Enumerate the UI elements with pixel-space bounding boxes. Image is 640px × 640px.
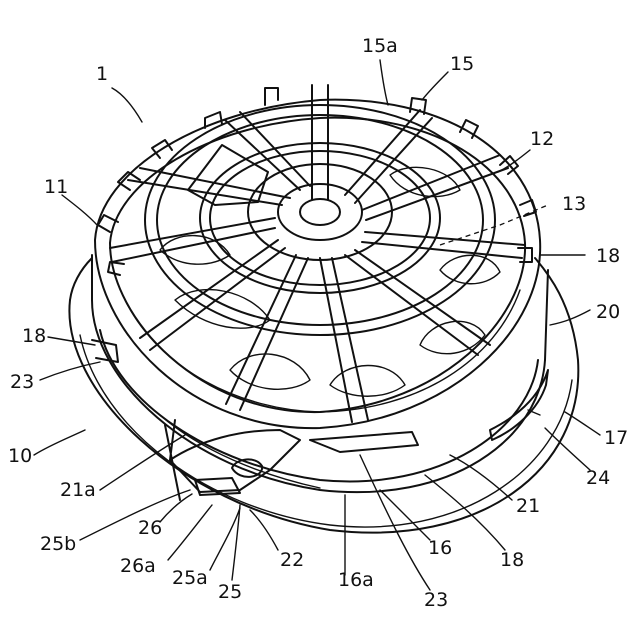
label-ref-21a: 21a bbox=[60, 479, 96, 501]
label-ref-25a: 25a bbox=[172, 567, 208, 589]
front-latch bbox=[165, 420, 418, 500]
label-ref-16a: 16a bbox=[338, 569, 374, 591]
label-ref-17: 17 bbox=[604, 427, 628, 449]
label-ref-18-bottom: 18 bbox=[500, 549, 524, 571]
label-ref-25: 25 bbox=[218, 581, 242, 603]
label-ref-10: 10 bbox=[8, 445, 32, 467]
label-ref-11: 11 bbox=[44, 176, 68, 198]
label-ref-26a: 26a bbox=[120, 555, 156, 577]
label-ref-26: 26 bbox=[138, 517, 162, 539]
label-ref-13: 13 bbox=[562, 193, 586, 215]
label-ref-15a: 15a bbox=[362, 35, 398, 57]
label-ref-23-left: 23 bbox=[10, 371, 34, 393]
label-ref-21: 21 bbox=[516, 495, 540, 517]
label-ref-20: 20 bbox=[596, 301, 620, 323]
label-ref-23-bottom: 23 bbox=[424, 589, 448, 611]
label-ref-25b: 25b bbox=[40, 533, 76, 555]
label-ref-1: 1 bbox=[96, 63, 108, 85]
label-ref-18-left: 18 bbox=[22, 325, 46, 347]
outer-guard-ring bbox=[95, 100, 540, 428]
reference-labels: 1 15a 15 12 13 11 18 20 18 23 10 17 24 2… bbox=[8, 35, 628, 611]
label-ref-15: 15 bbox=[450, 53, 474, 75]
label-ref-16: 16 bbox=[428, 537, 452, 559]
label-ref-22: 22 bbox=[280, 549, 304, 571]
label-ref-18-right: 18 bbox=[596, 245, 620, 267]
guard-spokes bbox=[110, 85, 525, 422]
label-ref-24: 24 bbox=[586, 467, 610, 489]
label-ref-12: 12 bbox=[530, 128, 554, 150]
